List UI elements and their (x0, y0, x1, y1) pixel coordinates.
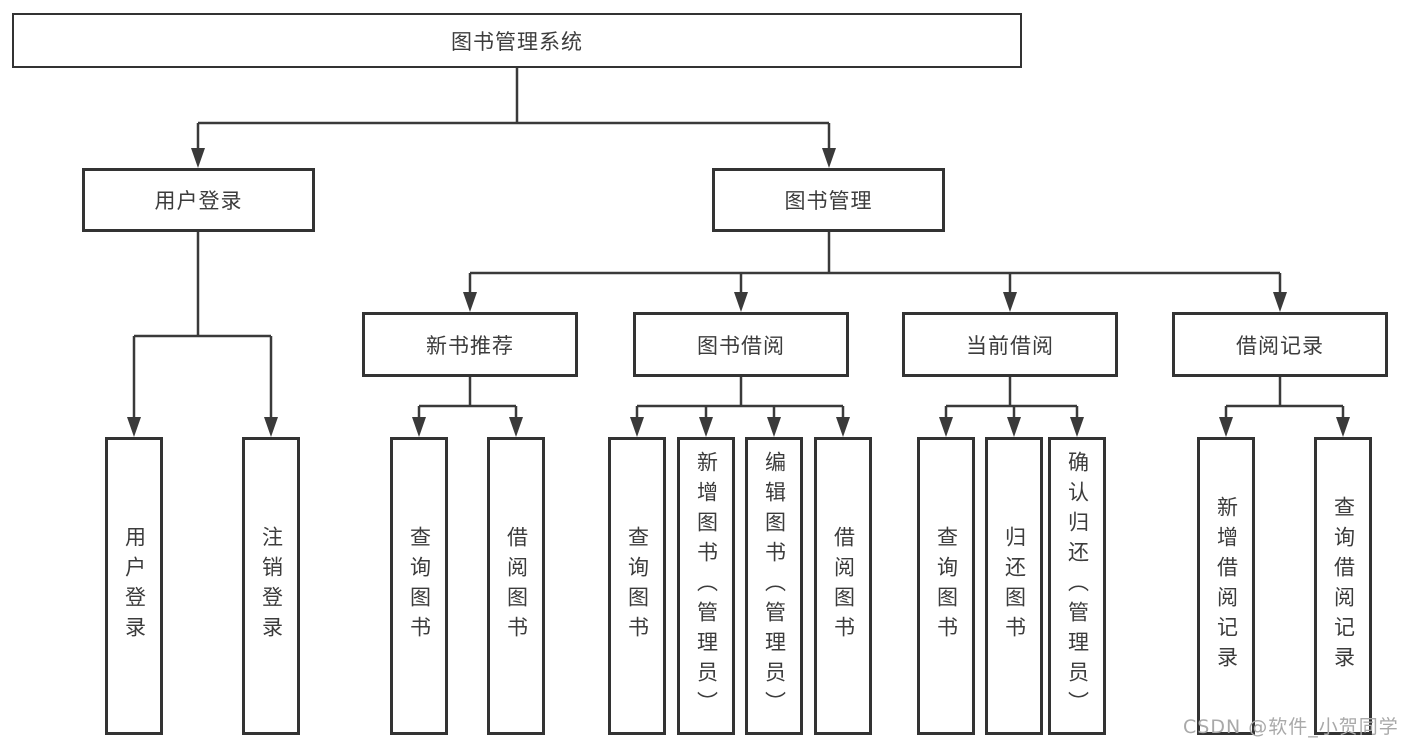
node-label: 图书借阅 (697, 333, 785, 358)
arrowhead (509, 417, 523, 437)
arrowhead (836, 417, 850, 437)
node-label: 归还图书 (1002, 526, 1027, 646)
node-label: 查询图书 (625, 526, 650, 646)
arrowhead (767, 417, 781, 437)
arrowhead (127, 417, 141, 437)
arrowhead (1336, 417, 1350, 437)
node-label: 当前借阅 (966, 333, 1054, 358)
connector-book-borrow-to-leaves (630, 377, 850, 437)
arrowhead (191, 148, 205, 168)
node-borrow-records: 借阅记录 (1172, 312, 1388, 377)
connector-borrow-records-to-leaves (1219, 377, 1350, 437)
arrowhead (630, 417, 644, 437)
node-leaf-confirm-return-admin: 确认归还（管理员） (1048, 437, 1106, 735)
node-label: 借阅图书 (831, 526, 856, 646)
node-label: 图书管理系统 (451, 29, 583, 54)
arrowhead (412, 417, 426, 437)
connector-new-book-recommend-to-leaves (412, 377, 523, 437)
arrowhead (1003, 292, 1017, 312)
node-leaf-return-book: 归还图书 (985, 437, 1043, 735)
node-new-book-recommend: 新书推荐 (362, 312, 578, 377)
node-root-library-management-system: 图书管理系统 (12, 13, 1022, 68)
node-leaf-query-book-3: 查询图书 (917, 437, 975, 735)
node-label: 图书管理 (784, 189, 873, 213)
arrowhead (264, 417, 278, 437)
node-leaf-edit-book-admin: 编辑图书（管理员） (745, 437, 803, 735)
node-label: 新增图书（管理员） (694, 451, 719, 721)
node-leaf-user-login: 用户登录 (105, 437, 163, 735)
node-leaf-query-book-1: 查询图书 (390, 437, 448, 735)
node-label: 用户登录 (122, 526, 147, 646)
node-user-login: 用户登录 (82, 168, 315, 232)
node-leaf-query-book-2: 查询图书 (608, 437, 666, 735)
node-label: 借阅图书 (504, 526, 529, 646)
node-leaf-add-borrow-record: 新增借阅记录 (1197, 437, 1255, 735)
node-label: 用户登录 (154, 189, 243, 213)
arrowhead (1070, 417, 1084, 437)
node-book-borrow: 图书借阅 (633, 312, 849, 377)
node-leaf-borrow-book-2: 借阅图书 (814, 437, 872, 735)
connector-book-management-to-level3 (463, 232, 1287, 312)
node-label: 编辑图书（管理员） (762, 451, 787, 721)
node-label: 确认归还（管理员） (1065, 451, 1090, 721)
csdn-watermark: CSDN @软件_小贺同学 (1183, 716, 1399, 738)
arrowhead (822, 148, 836, 168)
node-label: 查询借阅记录 (1331, 496, 1356, 676)
arrowhead (1273, 292, 1287, 312)
connector-root-to-level2 (191, 68, 836, 168)
node-label: 新增借阅记录 (1214, 496, 1239, 676)
node-leaf-borrow-book-1: 借阅图书 (487, 437, 545, 735)
node-leaf-query-borrow-record: 查询借阅记录 (1314, 437, 1372, 735)
node-book-management: 图书管理 (712, 168, 945, 232)
node-current-borrow: 当前借阅 (902, 312, 1118, 377)
node-label: 查询图书 (934, 526, 959, 646)
connector-current-borrow-to-leaves (939, 377, 1084, 437)
node-label: 新书推荐 (426, 333, 514, 358)
node-leaf-add-book-admin: 新增图书（管理员） (677, 437, 735, 735)
arrowhead (1219, 417, 1233, 437)
connector-user-login-to-leaves (127, 232, 278, 437)
arrowhead (1007, 417, 1021, 437)
arrowhead (463, 292, 477, 312)
arrowhead (699, 417, 713, 437)
node-leaf-logout: 注销登录 (242, 437, 300, 735)
node-label: 查询图书 (407, 526, 432, 646)
arrowhead (734, 292, 748, 312)
arrowhead (939, 417, 953, 437)
node-label: 借阅记录 (1236, 333, 1324, 358)
node-label: 注销登录 (259, 526, 284, 646)
